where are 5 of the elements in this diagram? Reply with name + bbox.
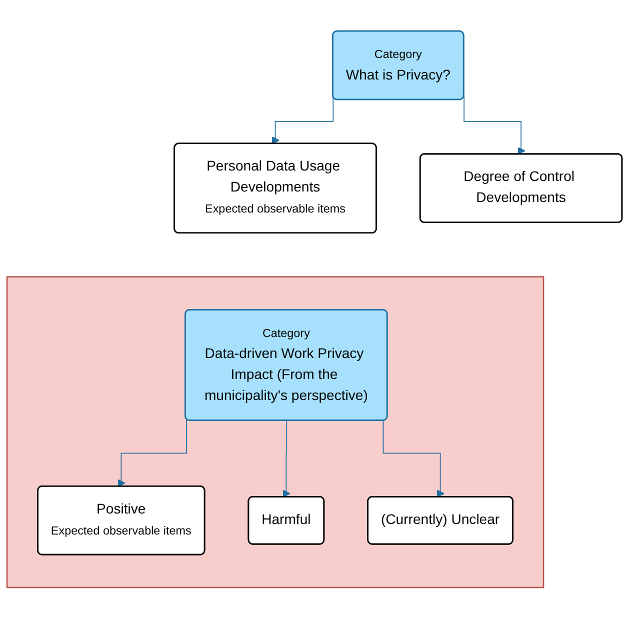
cluster: [6, 276, 544, 588]
arrow: [118, 418, 187, 487]
arrow: [464, 94, 526, 154]
arrow: [282, 420, 290, 498]
arrow: [382, 420, 445, 498]
